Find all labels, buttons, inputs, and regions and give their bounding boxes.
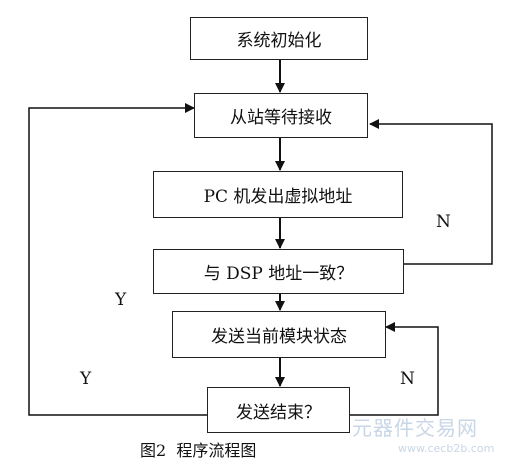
node-send-end-label: 发送结束？ [236,402,321,423]
arrow-end-yes-loop [28,103,207,416]
node-init: 系统初始化 [190,17,368,60]
arrow-end-no-loop [350,322,439,416]
node-init-label: 系统初始化 [236,31,322,51]
watermark-cn: 元器件交易网 [352,416,478,440]
figure-caption: 图2 程序流程图 [140,441,257,460]
node-match-label: 与 DSP 地址一致？ [203,264,354,284]
node-wait: 从站等待接收 [194,93,368,138]
edge-label-match-no: N [436,212,451,232]
node-match: 与 DSP 地址一致？ [153,249,404,294]
node-send-addr-label: PC 机发出虚拟地址 [203,187,353,207]
edge-label-end-no: N [400,369,415,389]
node-send-state-label: 发送当前模块状态 [211,327,347,347]
watermark-url: www.cecb2b.com [398,442,495,455]
arrow-match-no-loop [369,119,493,265]
edge-label-end-yes: Y [80,369,92,389]
edge-label-match-yes: Y [115,290,127,310]
node-send-end: 发送结束？ [207,387,350,433]
node-send-addr: PC 机发出虚拟地址 [153,171,403,218]
node-send-state: 发送当前模块状态 [172,311,386,358]
node-wait-label: 从站等待接收 [230,108,332,128]
